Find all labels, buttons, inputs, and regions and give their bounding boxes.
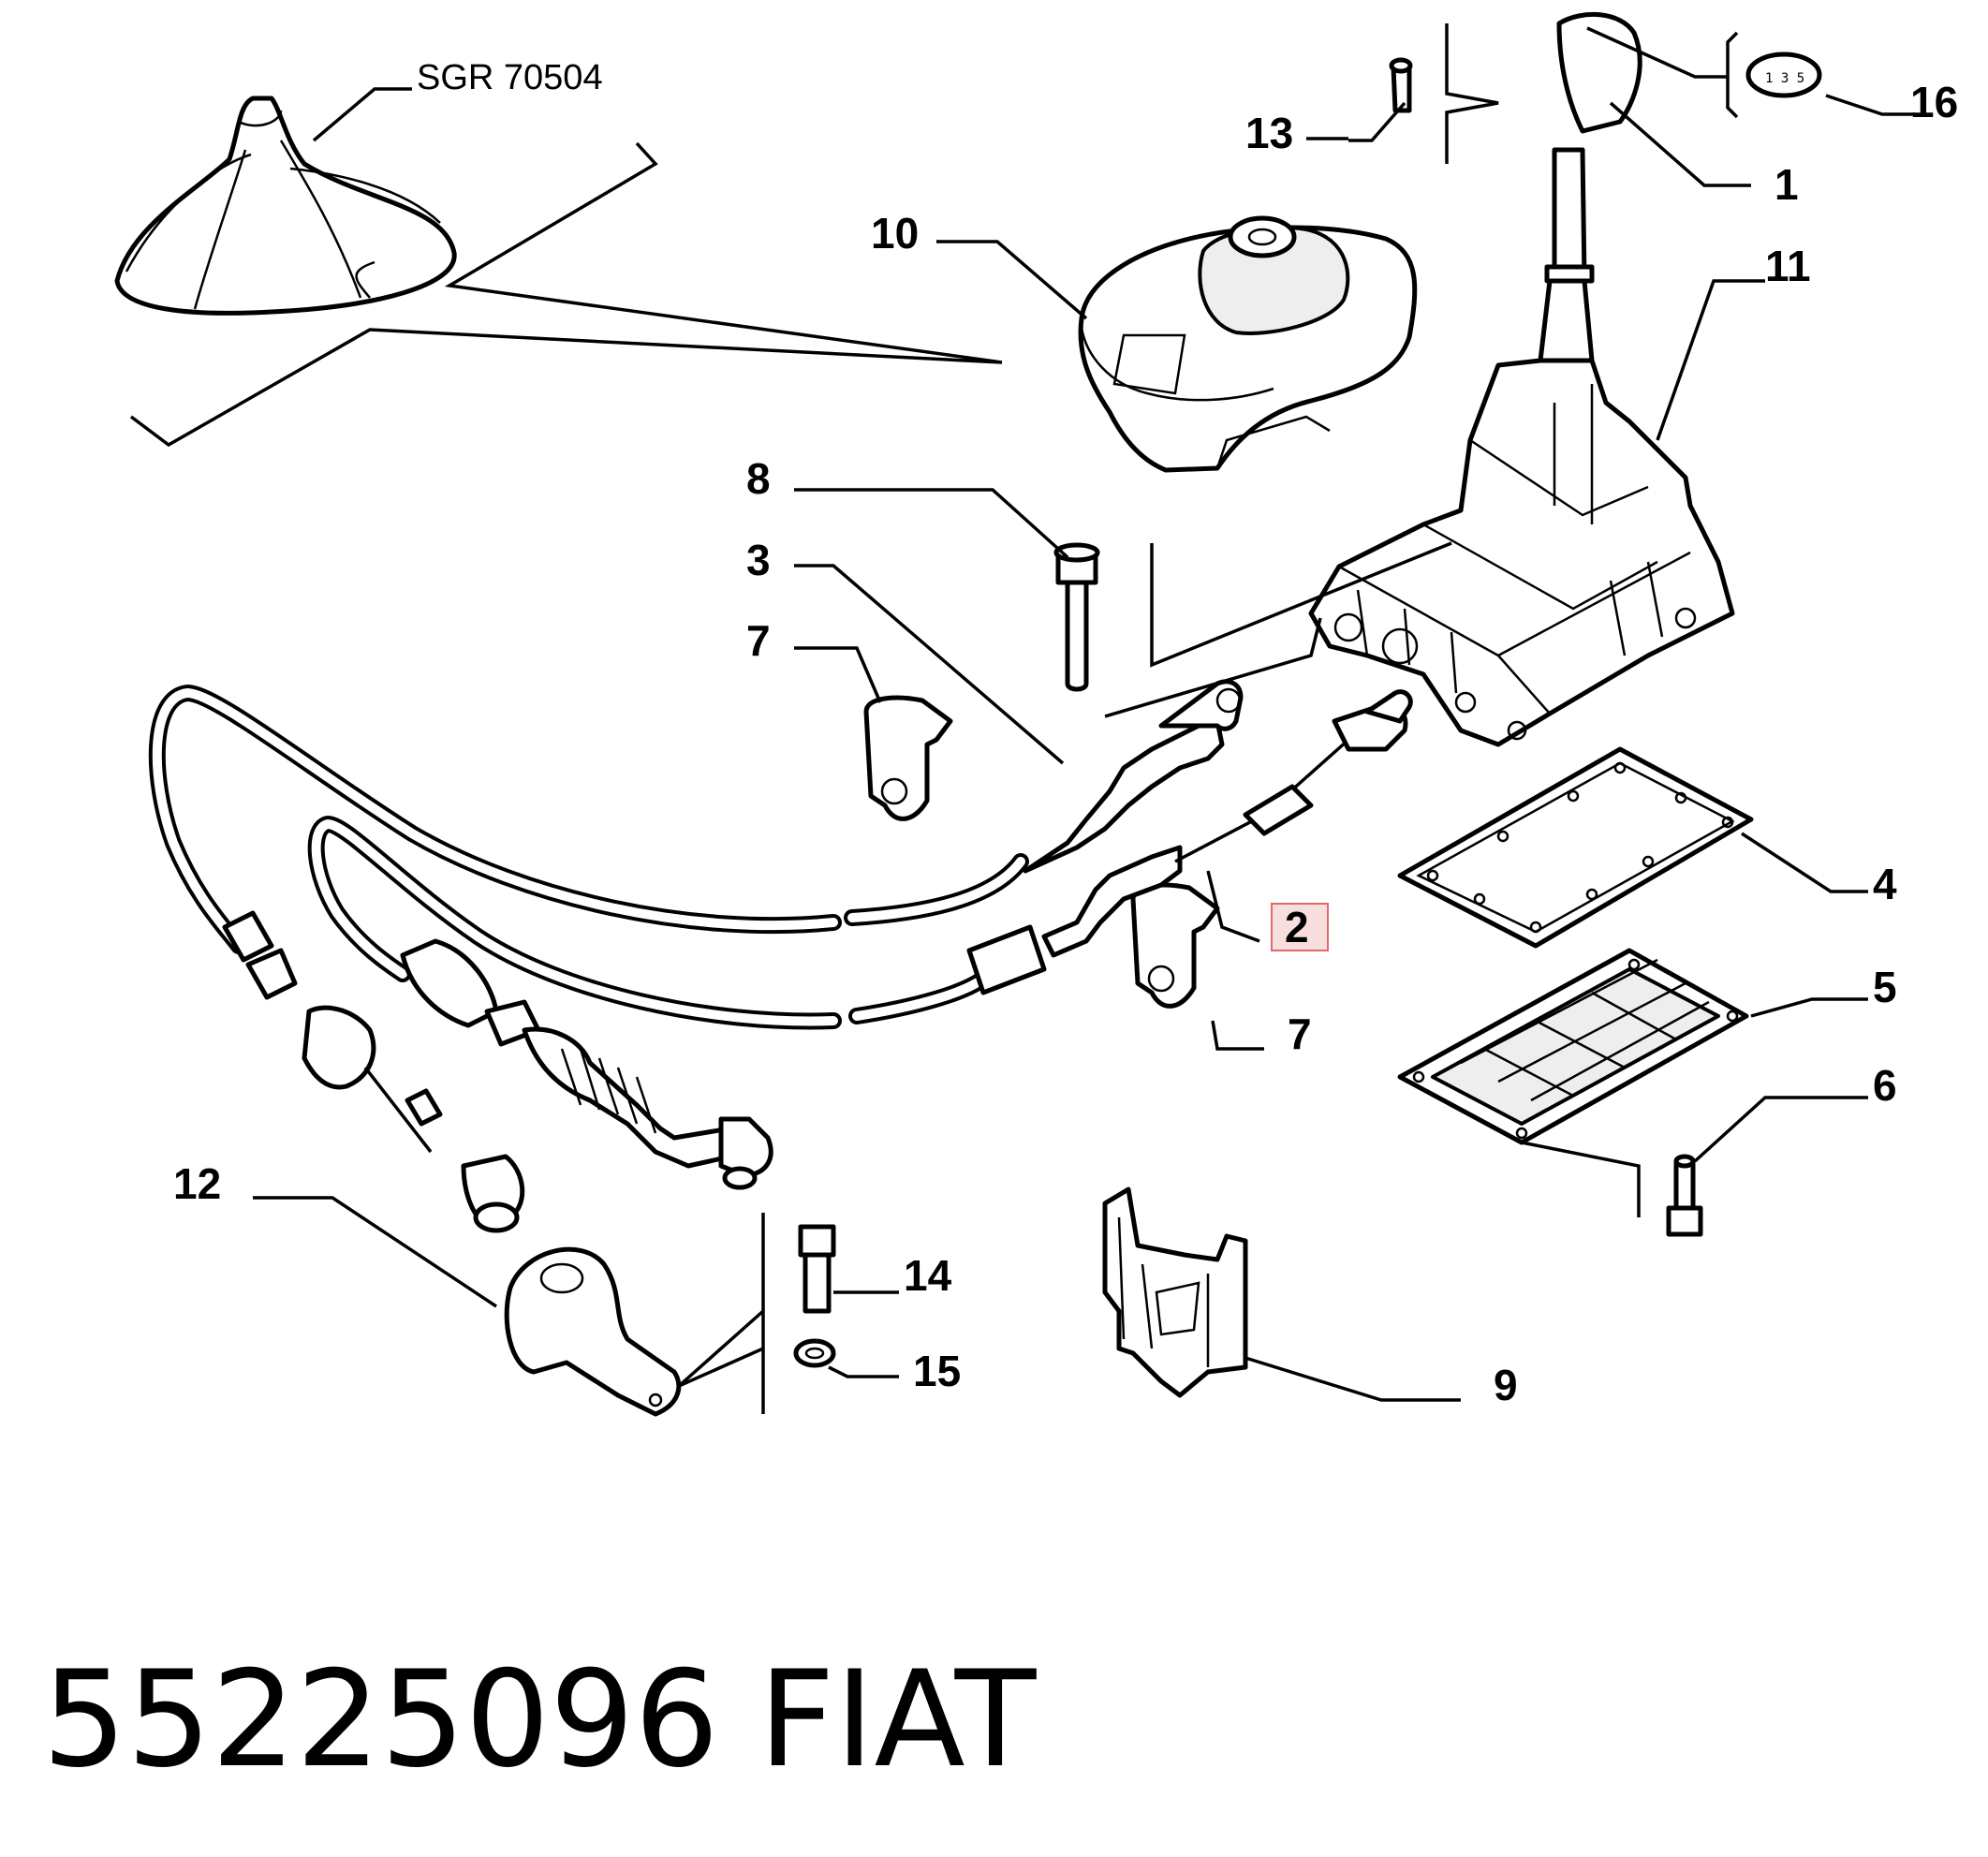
screw-13 [1389,57,1413,113]
lever-arm-12 [504,1246,682,1417]
cable-leader-line [1104,617,1322,718]
callout-label-11: 11 [1765,242,1811,290]
callout-label-4: 4 [1873,860,1897,908]
cable-assembly-3 [148,679,1244,1233]
clip-7-upper [863,695,953,821]
gasket-4 [1397,746,1754,949]
callout-label-7-lower: 7 [1288,1010,1312,1058]
callout-label-12: 12 [173,1159,221,1208]
callout-label-15: 15 [913,1347,961,1395]
bolt-6 [1666,1154,1703,1237]
gaiter-reference-leader [312,87,412,142]
part-number: 55225096 [42,1643,719,1797]
callout-label-10: 10 [871,209,919,258]
bolt-14 [798,1224,836,1314]
cable-assembly-2 [307,689,1413,1190]
gaiter-reference-label: SGR 70504 [417,58,603,97]
lever-separator-line [677,1213,765,1414]
shift-mechanism-housing [1308,358,1735,747]
shift-pattern-decal: 1 3 5 [1726,31,1822,119]
washer-15 [793,1338,836,1368]
brand-name: FIAT [758,1643,1038,1797]
leader-lines [253,26,1915,1402]
callout-label-9: 9 [1494,1361,1518,1409]
callout-label-14: 14 [904,1251,952,1300]
clip-7-lower [1130,882,1220,1009]
callout-label-13: 13 [1245,109,1293,157]
callout-label-5: 5 [1873,963,1897,1011]
base-plate-5 [1397,948,1749,1145]
svg-text:1 3 5: 1 3 5 [1765,71,1804,86]
bracket-9 [1102,1186,1248,1398]
lever-separator-lines [1150,23,1499,668]
gear-gaiter-boot [114,96,457,316]
console-cover [1078,215,1418,473]
highlight-box-2 [1271,903,1329,951]
shift-lever-rod [1538,147,1595,363]
callout-label-3: 3 [746,536,771,584]
callout-label-7-upper: 7 [746,616,771,665]
callout-label-16: 16 [1910,78,1958,126]
bolt-8 [1053,542,1100,692]
callout-label-6: 6 [1873,1061,1897,1110]
boot-bracket-lines [129,141,1003,448]
callout-label-1: 1 [1774,160,1799,209]
callout-label-2: 2 [1285,903,1309,951]
callout-label-8: 8 [746,454,771,503]
plate-to-bolt-line [1521,1141,1641,1217]
